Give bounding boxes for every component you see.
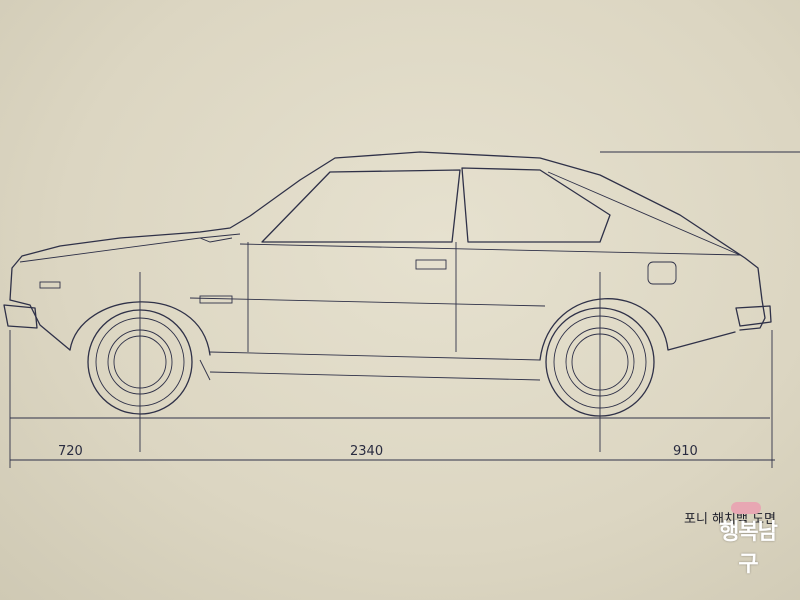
watermark-logo: 행복남구 — [716, 500, 778, 577]
drawing-caption: 포니 해치백 도면 — [684, 512, 776, 527]
watermark-text: 행복남구 — [719, 520, 778, 577]
car-body — [3, 151, 772, 381]
rear-overhang-label: 910 — [673, 444, 698, 459]
watermark-badge — [731, 502, 761, 514]
wheelbase-label: 2340 — [350, 444, 383, 459]
front-overhang-label: 720 — [58, 444, 83, 459]
